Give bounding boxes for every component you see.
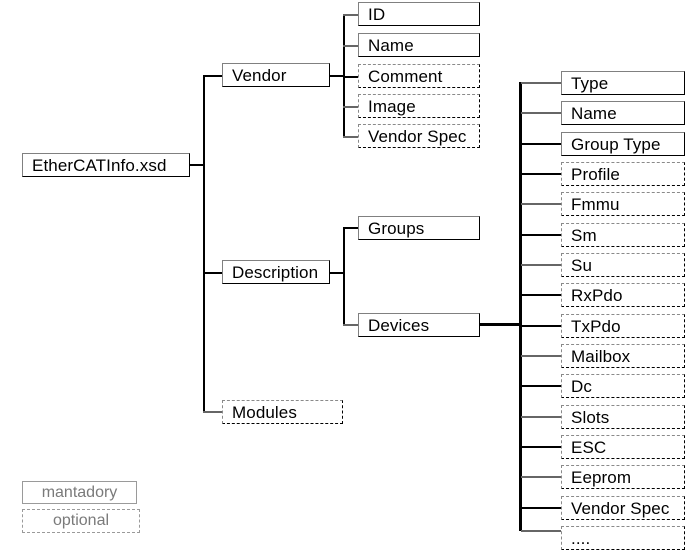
node-label: Devices bbox=[368, 315, 430, 335]
node-device-profile[interactable]: Profile bbox=[561, 162, 685, 186]
edge-devices-to-eeprom bbox=[521, 476, 561, 478]
node-description[interactable]: Description bbox=[222, 260, 330, 284]
edge-root-trunk bbox=[203, 75, 205, 413]
node-label: Name bbox=[571, 103, 617, 123]
node-label: EtherCATInfo.xsd bbox=[32, 155, 167, 175]
node-modules[interactable]: Modules bbox=[222, 400, 343, 424]
node-label: Slots bbox=[571, 407, 610, 427]
node-device-mailbox[interactable]: Mailbox bbox=[561, 344, 685, 368]
legend-mandatory: mantadory bbox=[22, 481, 137, 504]
edge-description-to-groups bbox=[343, 227, 359, 229]
edge-devices-to-su bbox=[521, 264, 561, 266]
edge-devices-to-slots bbox=[521, 416, 561, 418]
node-vendor-comment[interactable]: Comment bbox=[358, 64, 480, 88]
legend-optional: optional bbox=[22, 509, 140, 533]
node-label: Sm bbox=[571, 225, 597, 245]
node-device-more[interactable]: .... bbox=[561, 526, 685, 550]
node-devices[interactable]: Devices bbox=[358, 313, 480, 337]
node-label: TxPdo bbox=[571, 316, 621, 336]
edge-vendor-to-image bbox=[343, 106, 359, 108]
edge-vendor-to-id bbox=[343, 14, 359, 16]
edge-devices-to-grouptype bbox=[521, 143, 561, 145]
edge-devices-to-profile bbox=[521, 173, 561, 175]
node-device-dc[interactable]: Dc bbox=[561, 374, 685, 398]
node-label: RxPdo bbox=[571, 285, 623, 305]
node-label: Vendor bbox=[232, 65, 287, 85]
edge-devices-to-esc bbox=[521, 446, 561, 448]
node-device-eeprom[interactable]: Eeprom bbox=[561, 465, 685, 489]
edge-devices-to-txpdo bbox=[521, 325, 561, 327]
edge-description-stub bbox=[330, 272, 344, 274]
node-label: Dc bbox=[571, 376, 592, 396]
edge-vendor-to-name bbox=[343, 45, 359, 47]
node-vendor-name[interactable]: Name bbox=[358, 33, 480, 57]
node-vendor-image[interactable]: Image bbox=[358, 94, 480, 118]
node-device-sm[interactable]: Sm bbox=[561, 223, 685, 247]
edge-vendor-trunk bbox=[343, 14, 345, 137]
edge-devices-to-rxpdo bbox=[521, 294, 561, 296]
node-label: Type bbox=[571, 73, 609, 93]
node-label: Su bbox=[571, 255, 592, 275]
node-label: Fmmu bbox=[571, 194, 620, 214]
node-label: Group Type bbox=[571, 134, 661, 154]
node-device-fmmu[interactable]: Fmmu bbox=[561, 192, 685, 216]
node-label: Vendor Spec bbox=[368, 126, 467, 146]
edge-devices-trunk bbox=[519, 82, 522, 531]
edge-vendor-to-comment bbox=[343, 76, 359, 78]
edge-root-to-description bbox=[203, 272, 223, 274]
node-label: Groups bbox=[368, 218, 425, 238]
node-label: Name bbox=[368, 35, 414, 55]
legend-label-optional: optional bbox=[52, 512, 110, 529]
edge-root-to-vendor bbox=[203, 75, 223, 77]
node-device-esc[interactable]: ESC bbox=[561, 435, 685, 459]
edge-devices-to-vendorspec bbox=[521, 507, 561, 509]
edge-devices-to-dc bbox=[521, 385, 561, 387]
node-device-slots[interactable]: Slots bbox=[561, 405, 685, 429]
node-vendor[interactable]: Vendor bbox=[222, 63, 330, 87]
node-device-vendor-spec[interactable]: Vendor Spec bbox=[561, 496, 685, 520]
node-device-group-type[interactable]: Group Type bbox=[561, 132, 685, 156]
edge-root-to-modules bbox=[203, 411, 223, 413]
node-label: Comment bbox=[368, 66, 443, 86]
node-label: Eeprom bbox=[571, 467, 632, 487]
edge-devices-stub bbox=[480, 323, 522, 326]
node-label: Image bbox=[368, 96, 416, 116]
node-label: Mailbox bbox=[571, 346, 631, 366]
edge-devices-to-fmmu bbox=[521, 203, 561, 205]
node-device-type[interactable]: Type bbox=[561, 71, 685, 95]
node-vendor-id[interactable]: ID bbox=[358, 2, 480, 26]
node-label: Description bbox=[232, 262, 319, 282]
edge-description-trunk bbox=[343, 227, 345, 326]
node-label: Profile bbox=[571, 164, 620, 184]
node-label: Vendor Spec bbox=[571, 498, 670, 518]
node-device-su[interactable]: Su bbox=[561, 253, 685, 277]
node-device-rxpdo[interactable]: RxPdo bbox=[561, 283, 685, 307]
edge-devices-to-type bbox=[521, 82, 561, 84]
edge-devices-to-more bbox=[521, 530, 561, 532]
edge-devices-to-name bbox=[521, 112, 561, 114]
edge-vendor-stub bbox=[330, 75, 344, 77]
node-root-ethercatinfo-xsd[interactable]: EtherCATInfo.xsd bbox=[22, 153, 190, 177]
edge-vendor-to-vendorspec bbox=[343, 136, 359, 138]
edge-devices-to-mailbox bbox=[521, 355, 561, 357]
node-label: Modules bbox=[232, 402, 297, 422]
node-device-txpdo[interactable]: TxPdo bbox=[561, 314, 685, 338]
edge-description-to-devices bbox=[343, 324, 359, 326]
node-vendor-vendor-spec[interactable]: Vendor Spec bbox=[358, 124, 480, 148]
node-groups[interactable]: Groups bbox=[358, 216, 480, 240]
node-label: .... bbox=[571, 528, 591, 548]
node-device-name[interactable]: Name bbox=[561, 101, 685, 125]
edge-devices-to-sm bbox=[521, 234, 561, 236]
legend-label-mandatory: mantadory bbox=[41, 483, 118, 501]
node-label: ESC bbox=[571, 437, 607, 457]
node-label: ID bbox=[368, 4, 386, 24]
edge-root-stub bbox=[190, 164, 204, 166]
